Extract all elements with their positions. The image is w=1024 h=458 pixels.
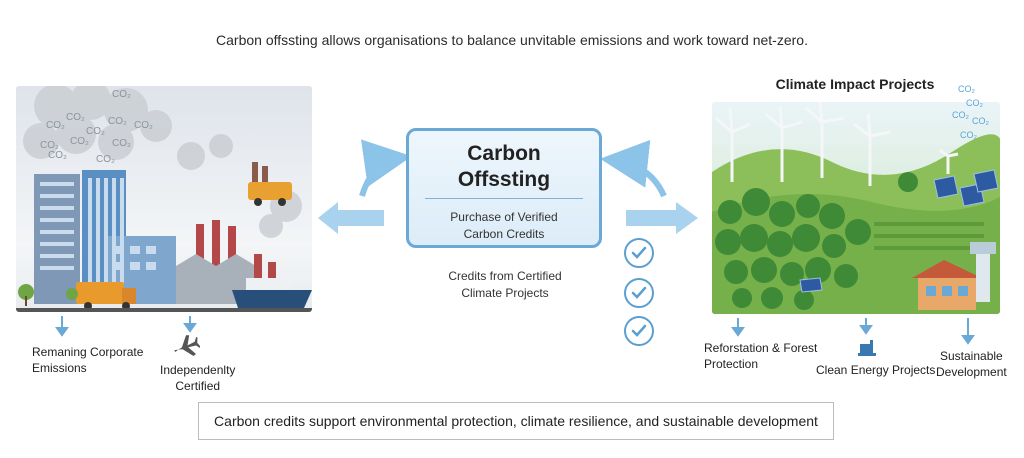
footer-statement: Carbon credits support environmental pro… xyxy=(198,402,834,440)
reforestation-label-line2: Protection xyxy=(704,357,759,371)
airplane-icon xyxy=(172,334,201,365)
sustainable-label-line1: Sustainable xyxy=(940,349,1003,363)
credits-line2: Climate Projects xyxy=(461,286,549,300)
co2-label: CO₂ xyxy=(48,150,67,161)
co2-label: CO₂ xyxy=(112,89,131,100)
center-sub-line2: Carbon Credits xyxy=(463,227,545,241)
co2-label: CO₂ xyxy=(134,120,153,131)
co2-label: CO₂ xyxy=(112,138,131,149)
emissions-label-line2: Emissions xyxy=(32,361,87,375)
wind-turbine-icon xyxy=(715,102,959,186)
certified-label: Independenlty Certified xyxy=(160,362,235,394)
credits-text: Credits from Certified Climate Projects xyxy=(420,268,590,302)
check-icon xyxy=(624,316,654,346)
emissions-label-line1: Remaning Corporate xyxy=(32,345,144,359)
co2-label: CO₂ xyxy=(86,126,105,137)
center-subtitle: Purchase of Verified Carbon Credits xyxy=(409,209,599,243)
sustainable-label-line2: Development xyxy=(936,365,1007,379)
divider xyxy=(425,198,583,199)
co2-label: CO₂ xyxy=(972,116,989,126)
certified-label-line2: Certified xyxy=(175,379,221,393)
arrow-icon xyxy=(600,139,667,198)
arrow-icon xyxy=(318,202,384,234)
check-icon xyxy=(624,278,654,308)
center-sub-line1: Purchase of Verified xyxy=(450,210,558,224)
co2-label: CO₂ xyxy=(46,120,65,131)
co2-label: CO₂ xyxy=(108,116,127,127)
headline: Carbon offssting allows organisations to… xyxy=(216,32,808,48)
projects-title: Climate Impact Projects xyxy=(775,76,935,92)
wind-turbine-icon xyxy=(858,336,876,361)
co2-label: CO₂ xyxy=(960,130,977,140)
check-icon xyxy=(624,238,654,268)
reforestation-label: Reforstation & Forest Protection xyxy=(704,340,817,372)
co2-label: CO₂ xyxy=(952,110,969,120)
center-title-line2: Offssting xyxy=(457,168,551,191)
emissions-city-illustration xyxy=(16,86,312,312)
center-title: Carbon Offssting xyxy=(409,141,599,193)
climate-projects-illustration xyxy=(712,102,1000,314)
co2-label: CO₂ xyxy=(66,112,85,123)
co2-label: CO₂ xyxy=(96,154,115,165)
co2-label: CO₂ xyxy=(958,84,975,94)
certified-label-line1: Independenlty xyxy=(160,363,236,377)
credits-line1: Credits from Certified xyxy=(448,269,562,283)
emissions-label: Remaning Corporate Emissions xyxy=(32,344,143,376)
clean-energy-label: Clean Energy Projects xyxy=(816,363,936,377)
co2-label: CO₂ xyxy=(966,98,983,108)
carbon-offsetting-box: Carbon Offssting Purchase of Verified Ca… xyxy=(406,128,602,248)
co2-label: CO₂ xyxy=(70,136,89,147)
center-title-line1: Carbon xyxy=(467,142,541,165)
arrow-icon xyxy=(359,139,412,197)
reforestation-label-line1: Reforstation & Forest xyxy=(704,341,818,355)
sustainable-label: Sustainable Development xyxy=(936,348,1007,380)
co2-label: CO₂ xyxy=(40,140,59,151)
arrow-icon xyxy=(626,202,698,234)
